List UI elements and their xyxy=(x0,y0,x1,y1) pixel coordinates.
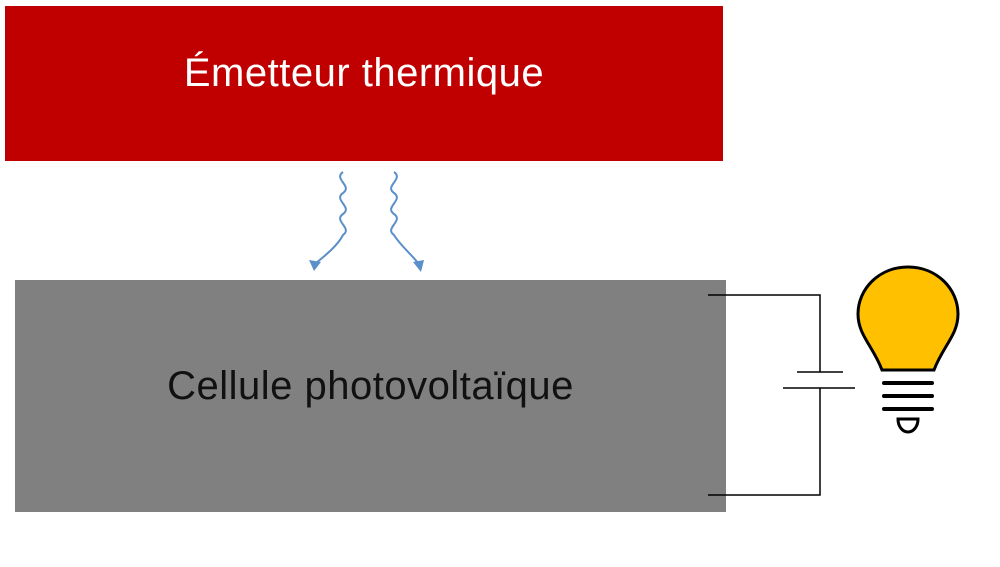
photovoltaic-cell-block: Cellule photovoltaïque xyxy=(15,280,726,512)
cell-label: Cellule photovoltaïque xyxy=(167,363,574,408)
emitter-label: Émetteur thermique xyxy=(183,51,545,95)
radiation-arrow-right xyxy=(390,171,424,272)
thermal-emitter-block: Émetteur thermique xyxy=(5,6,723,161)
radiation-arrows xyxy=(309,171,424,272)
radiation-arrow-left xyxy=(309,171,347,271)
circuit-wiring xyxy=(708,294,855,496)
light-bulb-icon xyxy=(856,265,960,434)
